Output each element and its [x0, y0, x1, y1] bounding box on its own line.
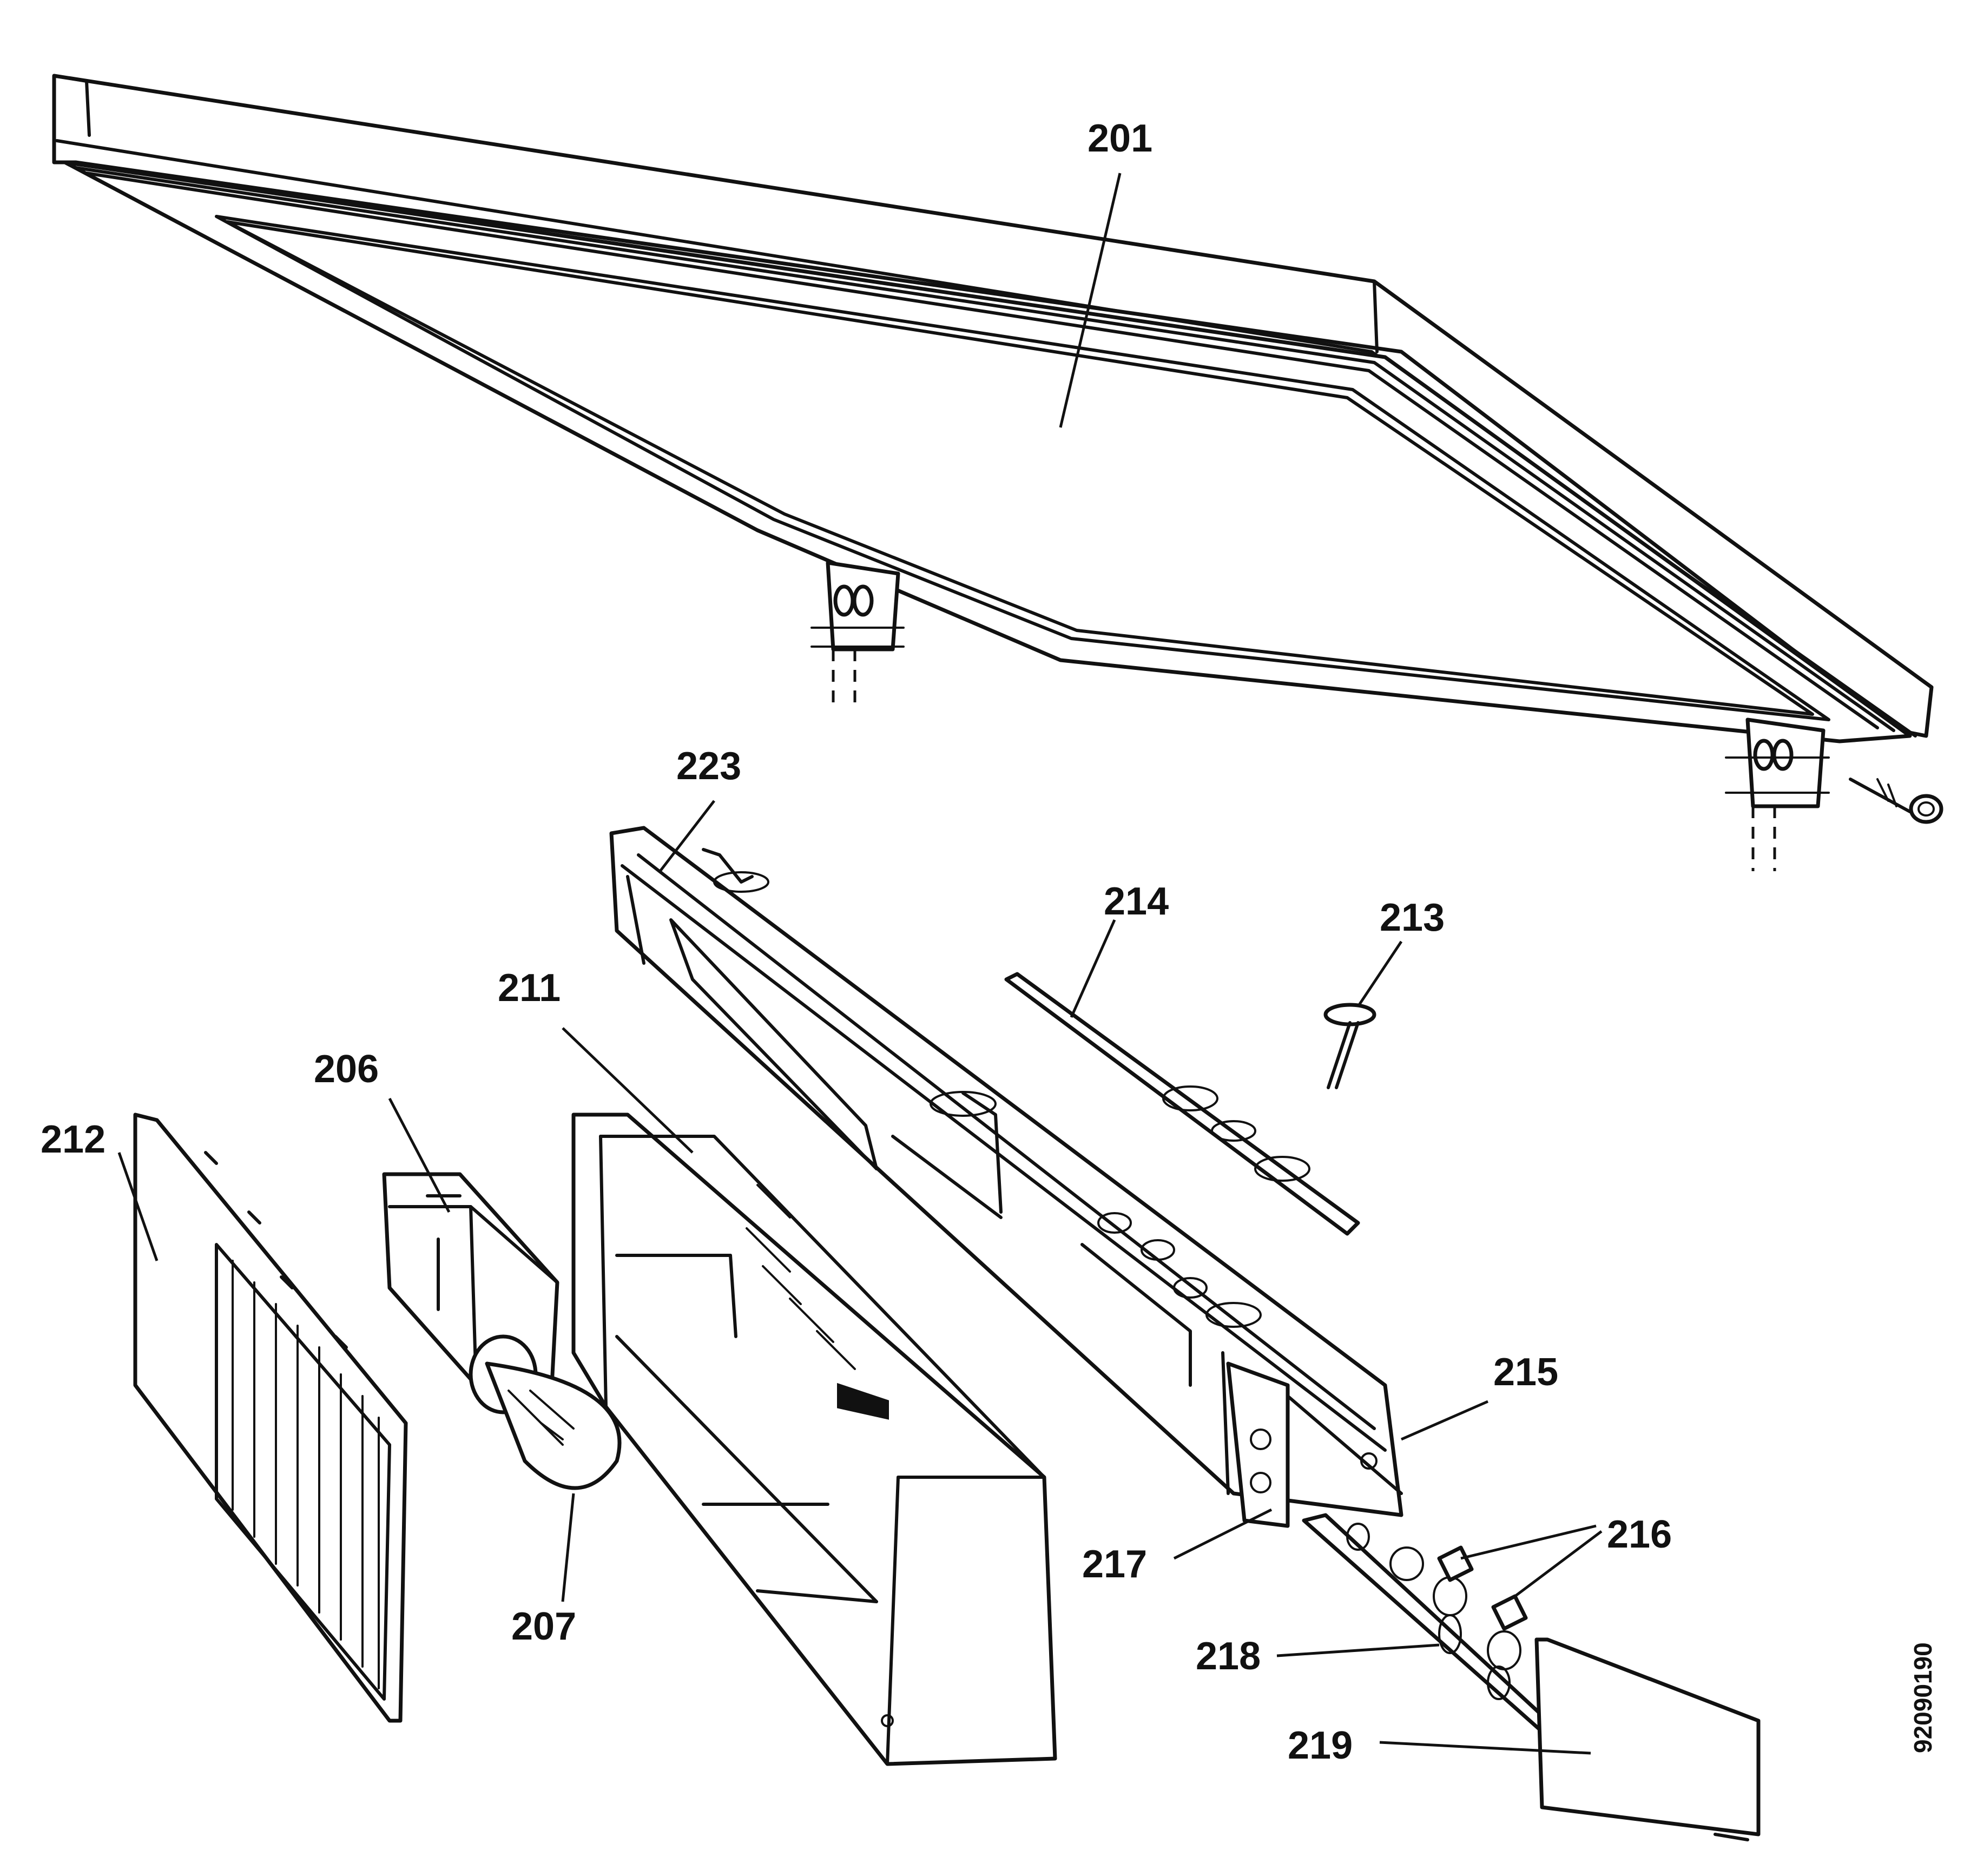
callout-212: 212 — [41, 1118, 106, 1161]
callout-207: 207 — [511, 1605, 576, 1648]
hinge-left — [810, 561, 905, 709]
part-216-switches — [1437, 1545, 1528, 1631]
callout-206: 206 — [314, 1048, 379, 1091]
callout-214: 214 — [1104, 880, 1169, 923]
callout-211: 211 — [498, 966, 561, 1010]
drawing-number: 92090190 — [1909, 1642, 1937, 1753]
screw — [1849, 778, 1943, 824]
part-217-bracket — [1226, 1361, 1290, 1528]
hinge-right — [1725, 718, 1830, 871]
callout-215: 215 — [1493, 1351, 1558, 1394]
part-223-control-housing — [609, 826, 1403, 1528]
callout-218: 218 — [1196, 1635, 1261, 1678]
callout-223: 223 — [676, 745, 741, 788]
part-214-gasket — [1004, 972, 1360, 1236]
callout-213: 213 — [1380, 896, 1445, 939]
part-207-bulb — [469, 1334, 622, 1490]
part-211-base-tray — [571, 1113, 1057, 1766]
callout-216: 216 — [1607, 1513, 1672, 1556]
part-212-grille — [133, 1113, 408, 1723]
callout-217: 217 — [1082, 1543, 1147, 1586]
callout-201: 201 — [1088, 117, 1152, 160]
callout-labels: 201 223 214 213 211 206 212 215 216 217 … — [41, 117, 1672, 1767]
callout-219: 219 — [1288, 1724, 1353, 1767]
part-213-knob — [1323, 1003, 1376, 1089]
part-201-lid-frame — [52, 74, 1943, 871]
leader-lines — [117, 173, 1603, 1755]
part-219-end-cover — [1534, 1637, 1761, 1841]
